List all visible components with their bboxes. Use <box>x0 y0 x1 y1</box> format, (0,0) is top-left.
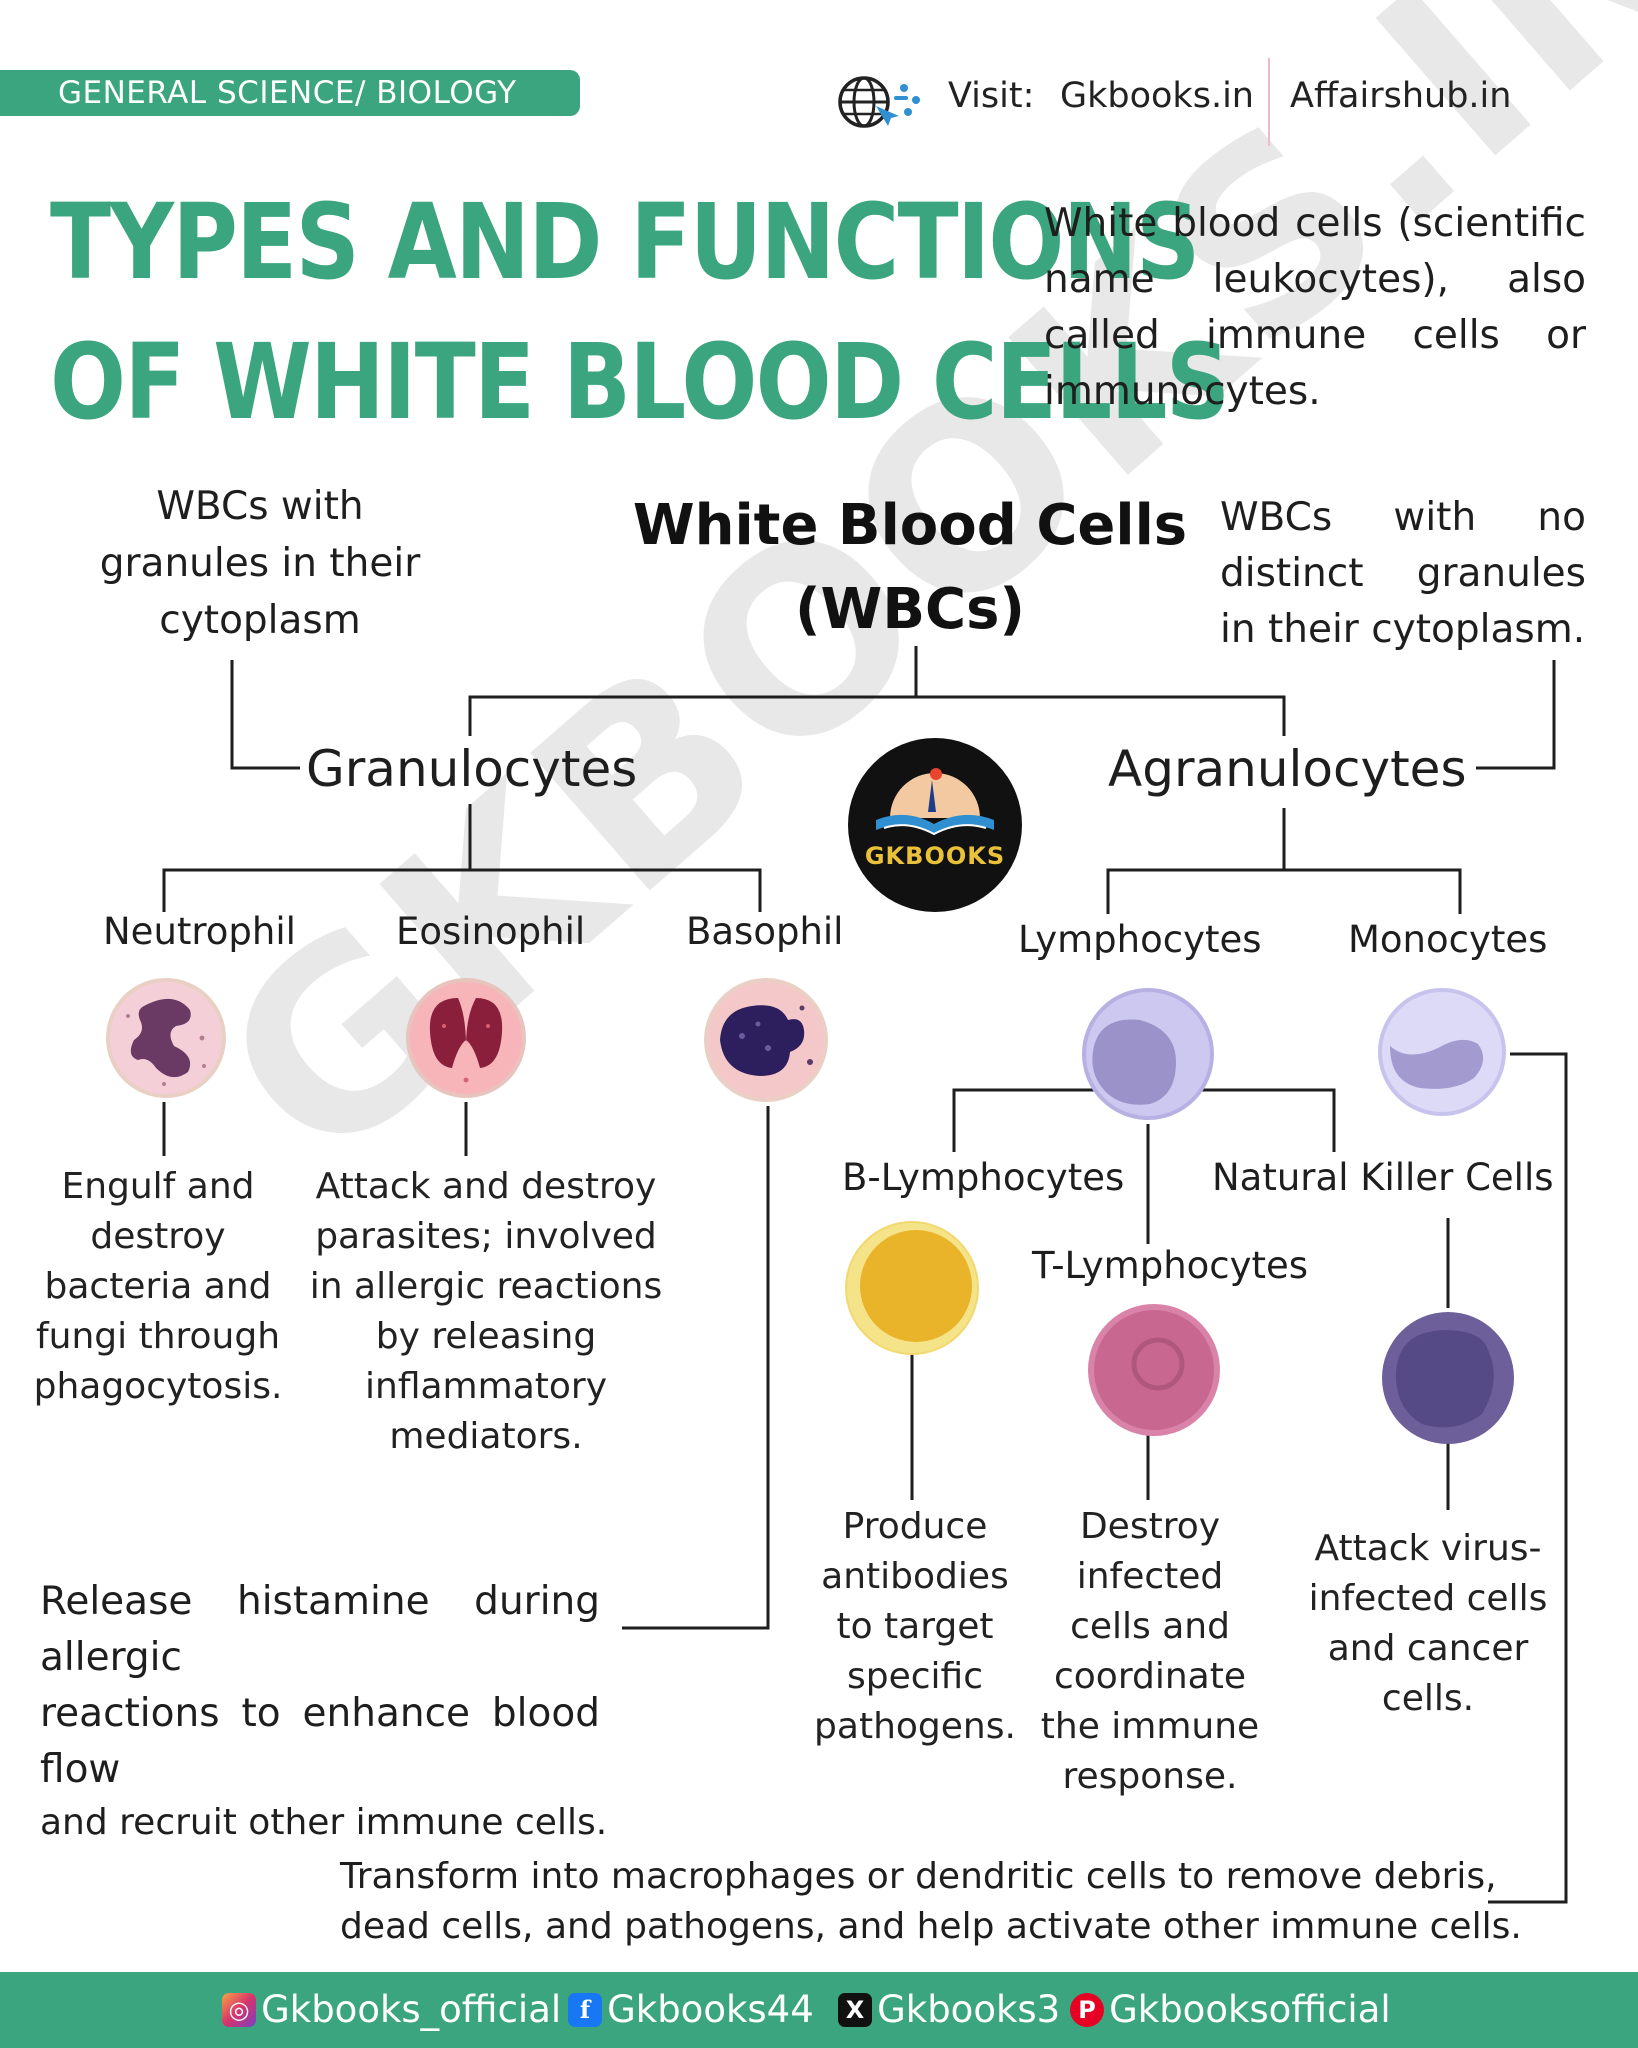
desc-line: infected cells <box>1308 1578 1548 1619</box>
neutrophil-cell-image <box>106 978 226 1098</box>
desc-line: fungi through <box>35 1316 281 1357</box>
b-lymphocytes-description: Produce antibodies to target specific pa… <box>800 1502 1030 1752</box>
desc-line: infected <box>1076 1556 1224 1597</box>
nk-cells-description: Attack virus- infected cells and cancer … <box>1296 1524 1560 1724</box>
header-divider <box>1268 58 1270 146</box>
desc-line: and cancer <box>1327 1628 1529 1669</box>
agranulocytes-note: WBCs with no distinct granules in their … <box>1220 490 1586 658</box>
footer-x[interactable]: X Gkbooks3 <box>838 1988 1060 2031</box>
nk-cells-label: Natural Killer Cells <box>1212 1156 1554 1199</box>
intro-line: immunocytes. <box>1044 369 1321 414</box>
desc-line: response. <box>1062 1756 1238 1797</box>
monocyte-cell-image <box>1378 988 1506 1116</box>
desc-line: pathogens. <box>814 1706 1016 1747</box>
footer-bar <box>0 1972 1638 2048</box>
desc-line: Attack virus- <box>1314 1528 1542 1569</box>
desc-line: reactions to enhance blood flow <box>40 1691 600 1792</box>
logo-text: GKBOOKS <box>864 842 1006 870</box>
note-line: in their cytoplasm. <box>1220 607 1586 652</box>
t-lymphocytes-description: Destroy infected cells and coordinate th… <box>1030 1502 1270 1802</box>
visit-label: Visit: <box>948 76 1035 116</box>
granulocytes-note: WBCs with granules in their cytoplasm <box>90 478 430 649</box>
site-link-affairshub[interactable]: Affairshub.in <box>1290 76 1512 116</box>
footer-pinterest-text: Gkbooksofficial <box>1109 1988 1391 2031</box>
granulocytes-label: Granulocytes <box>306 740 638 798</box>
neutrophil-description: Engulf and destroy bacteria and fungi th… <box>18 1162 298 1412</box>
neutrophil-label: Neutrophil <box>103 910 296 953</box>
root-title: White Blood Cells <box>632 493 1188 558</box>
footer-instagram-text: Gkbooks_official <box>261 1988 562 2031</box>
desc-line: destroy <box>90 1216 226 1257</box>
nk-cell-image <box>1382 1312 1514 1444</box>
basophil-description: Release histamine during allergic reacti… <box>40 1574 608 1848</box>
desc-line: cells. <box>1381 1678 1475 1719</box>
eosinophil-cell-image <box>406 978 526 1098</box>
basophil-label: Basophil <box>686 910 844 953</box>
lymphocyte-cell-image <box>1082 988 1214 1120</box>
footer-pinterest[interactable]: P Gkbooksofficial <box>1070 1988 1391 2031</box>
pinterest-icon: P <box>1070 1992 1104 2027</box>
desc-line: dead cells, and pathogens, and help acti… <box>340 1906 1522 1947</box>
desc-line: by releasing <box>375 1316 597 1357</box>
desc-line: antibodies <box>821 1556 1009 1597</box>
root-abbrev: (WBCs) <box>794 577 1026 642</box>
monocytes-label: Monocytes <box>1348 918 1548 961</box>
eosinophil-label: Eosinophil <box>396 910 586 953</box>
intro-paragraph: White blood cells (scientific name leuko… <box>1044 196 1586 420</box>
desc-line: Release histamine during allergic <box>40 1579 600 1680</box>
desc-line: Destroy <box>1079 1506 1221 1547</box>
category-tag: GENERAL SCIENCE/ BIOLOGY <box>0 70 580 116</box>
desc-line: the immune <box>1040 1706 1260 1747</box>
open-book-reader-icon <box>876 768 994 836</box>
desc-line: mediators. <box>389 1416 583 1457</box>
note-line: cytoplasm <box>159 598 361 643</box>
desc-line: Engulf and <box>61 1166 255 1207</box>
desc-line: parasites; involved <box>315 1216 657 1257</box>
desc-line: in allergic reactions <box>309 1266 663 1307</box>
instagram-icon: ◎ <box>222 1992 256 2027</box>
desc-line: coordinate <box>1053 1656 1246 1697</box>
note-line: WBCs with no <box>1220 495 1586 540</box>
globe-cursor-icon <box>838 76 920 128</box>
lymphocytes-label: Lymphocytes <box>1018 918 1262 961</box>
desc-line: bacteria and <box>44 1266 272 1307</box>
t-lymphocyte-cell-image <box>1088 1304 1220 1436</box>
intro-line: called immune cells or <box>1044 313 1586 358</box>
eosinophil-description: Attack and destroy parasites; involved i… <box>306 1162 666 1462</box>
footer-instagram[interactable]: ◎ Gkbooks_official <box>222 1988 561 2031</box>
b-lymphocytes-label: B-Lymphocytes <box>842 1156 1125 1199</box>
site-link-gkbooks[interactable]: Gkbooks.in <box>1060 76 1254 116</box>
t-lymphocytes-label: T-Lymphocytes <box>1032 1244 1309 1287</box>
note-line: WBCs with <box>156 484 364 529</box>
desc-line: cells and <box>1070 1606 1230 1647</box>
root-node: White Blood Cells (WBCs) <box>620 484 1200 652</box>
desc-line: Attack and destroy <box>315 1166 657 1207</box>
facebook-icon: f <box>568 1992 602 2027</box>
agranulocytes-label: Agranulocytes <box>1108 740 1467 798</box>
monocytes-description: Transform into macrophages or dendritic … <box>340 1852 1522 1952</box>
note-line: granules in their <box>99 541 421 586</box>
gkbooks-logo: GKBOOKS <box>848 738 1022 912</box>
intro-line: White blood cells (scientific <box>1044 201 1586 246</box>
footer-x-text: Gkbooks3 <box>877 1988 1061 2031</box>
desc-line: phagocytosis. <box>33 1366 283 1407</box>
b-lymphocyte-cell-image <box>845 1221 979 1355</box>
desc-line: specific <box>846 1656 984 1697</box>
footer-facebook-text: Gkbooks44 <box>607 1988 814 2031</box>
desc-line: to target <box>836 1606 994 1647</box>
note-line: distinct granules <box>1220 551 1586 596</box>
desc-line: and recruit other immune cells. <box>40 1802 608 1843</box>
desc-line: Produce <box>842 1506 988 1547</box>
desc-line: Transform into macrophages or dendritic … <box>340 1856 1497 1897</box>
x-icon: X <box>838 1992 872 2027</box>
footer-facebook[interactable]: f Gkbooks44 <box>568 1988 814 2031</box>
intro-line: name leukocytes), also <box>1044 257 1586 302</box>
desc-line: inflammatory <box>365 1366 607 1407</box>
basophil-cell-image <box>704 978 828 1102</box>
